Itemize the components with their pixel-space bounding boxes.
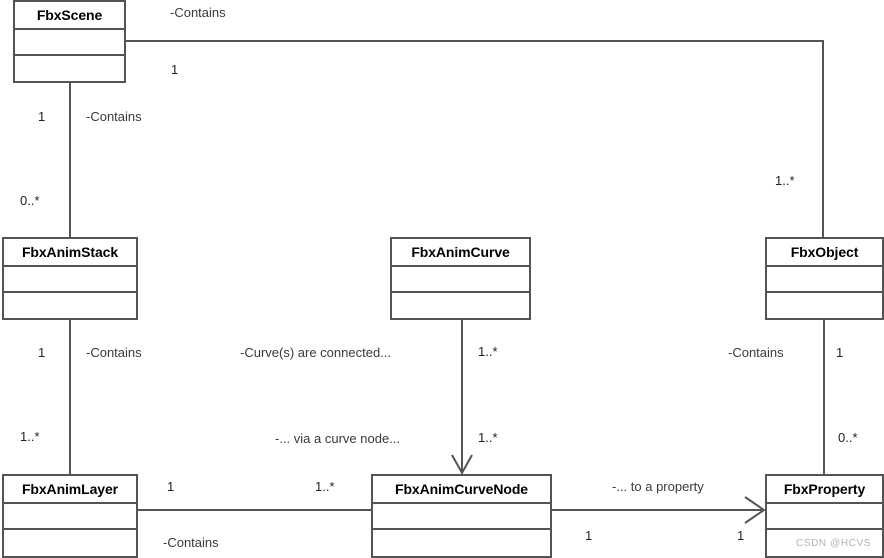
class-name-fbxanimcurve: FbxAnimCurve: [392, 239, 529, 267]
class-operations-fbxscene: [15, 56, 124, 81]
class-box-fbxanimcurve[interactable]: FbxAnimCurve: [390, 237, 531, 320]
edge-label-scene-contains-animstack: -Contains: [86, 109, 142, 124]
class-name-fbxobject: FbxObject: [767, 239, 882, 267]
class-operations-fbxanimcurve: [392, 293, 529, 318]
class-name-fbxproperty: FbxProperty: [767, 476, 882, 504]
class-attributes-fbxscene: [15, 30, 124, 56]
edge-label-animlayer-contains-curvenode: -Contains: [163, 535, 219, 550]
edge-label-object-contains-property: -Contains: [728, 345, 784, 360]
class-operations-fbxanimlayer: [4, 530, 136, 556]
class-attributes-fbxanimcurve: [392, 267, 529, 293]
class-name-fbxanimcurvenode: FbxAnimCurveNode: [373, 476, 550, 504]
class-operations-fbxobject: [767, 293, 882, 318]
class-name-fbxanimstack: FbxAnimStack: [4, 239, 136, 267]
edge-label-to-a-property: -... to a property: [612, 479, 704, 494]
multiplicity-object-bottom: 1: [836, 345, 844, 360]
multiplicity-curvenode-right: 1: [585, 528, 593, 543]
multiplicity-animlayer-top: 1..*: [20, 429, 40, 444]
arrowhead-into-property: [744, 496, 766, 524]
multiplicity-object-top: 1..*: [775, 173, 795, 188]
multiplicity-property-top: 0..*: [838, 430, 858, 445]
class-name-fbxscene: FbxScene: [15, 2, 124, 30]
multiplicity-curvenode-top: 1..*: [478, 430, 498, 445]
arrowhead-into-curvenode: [451, 454, 473, 476]
multiplicity-animcurve-bottom: 1..*: [478, 344, 498, 359]
class-box-fbxscene[interactable]: FbxScene: [13, 0, 126, 83]
class-box-fbxanimcurvenode[interactable]: FbxAnimCurveNode: [371, 474, 552, 558]
class-box-fbxobject[interactable]: FbxObject: [765, 237, 884, 320]
class-operations-fbxanimcurvenode: [373, 530, 550, 556]
class-box-fbxproperty[interactable]: FbxProperty: [765, 474, 884, 558]
class-name-fbxanimlayer: FbxAnimLayer: [4, 476, 136, 504]
multiplicity-animstack-bottom: 1: [38, 345, 46, 360]
multiplicity-animlayer-right: 1: [167, 479, 175, 494]
class-operations-fbxanimstack: [4, 293, 136, 318]
multiplicity-property-left: 1: [737, 528, 745, 543]
multiplicity-scene-right: 1: [171, 62, 179, 77]
multiplicity-curvenode-left: 1..*: [315, 479, 335, 494]
class-attributes-fbxanimstack: [4, 267, 136, 293]
edge-label-via-a-curve-node: -... via a curve node...: [275, 431, 401, 446]
class-box-fbxanimlayer[interactable]: FbxAnimLayer: [2, 474, 138, 558]
edge-label-curves-are-connected: -Curve(s) are connected...: [240, 345, 392, 360]
edge-scene-to-object: [126, 40, 824, 237]
class-box-fbxanimstack[interactable]: FbxAnimStack: [2, 237, 138, 320]
multiplicity-scene-bottom: 1: [38, 109, 46, 124]
class-attributes-fbxobject: [767, 267, 882, 293]
class-attributes-fbxanimlayer: [4, 504, 136, 530]
multiplicity-animstack-top: 0..*: [20, 193, 40, 208]
class-attributes-fbxproperty: [767, 504, 882, 530]
edge-label-scene-contains-object: -Contains: [170, 5, 226, 20]
class-attributes-fbxanimcurvenode: [373, 504, 550, 530]
watermark-text: CSDN @HCVS: [796, 538, 872, 549]
edge-label-animstack-contains-animlayer: -Contains: [86, 345, 142, 360]
